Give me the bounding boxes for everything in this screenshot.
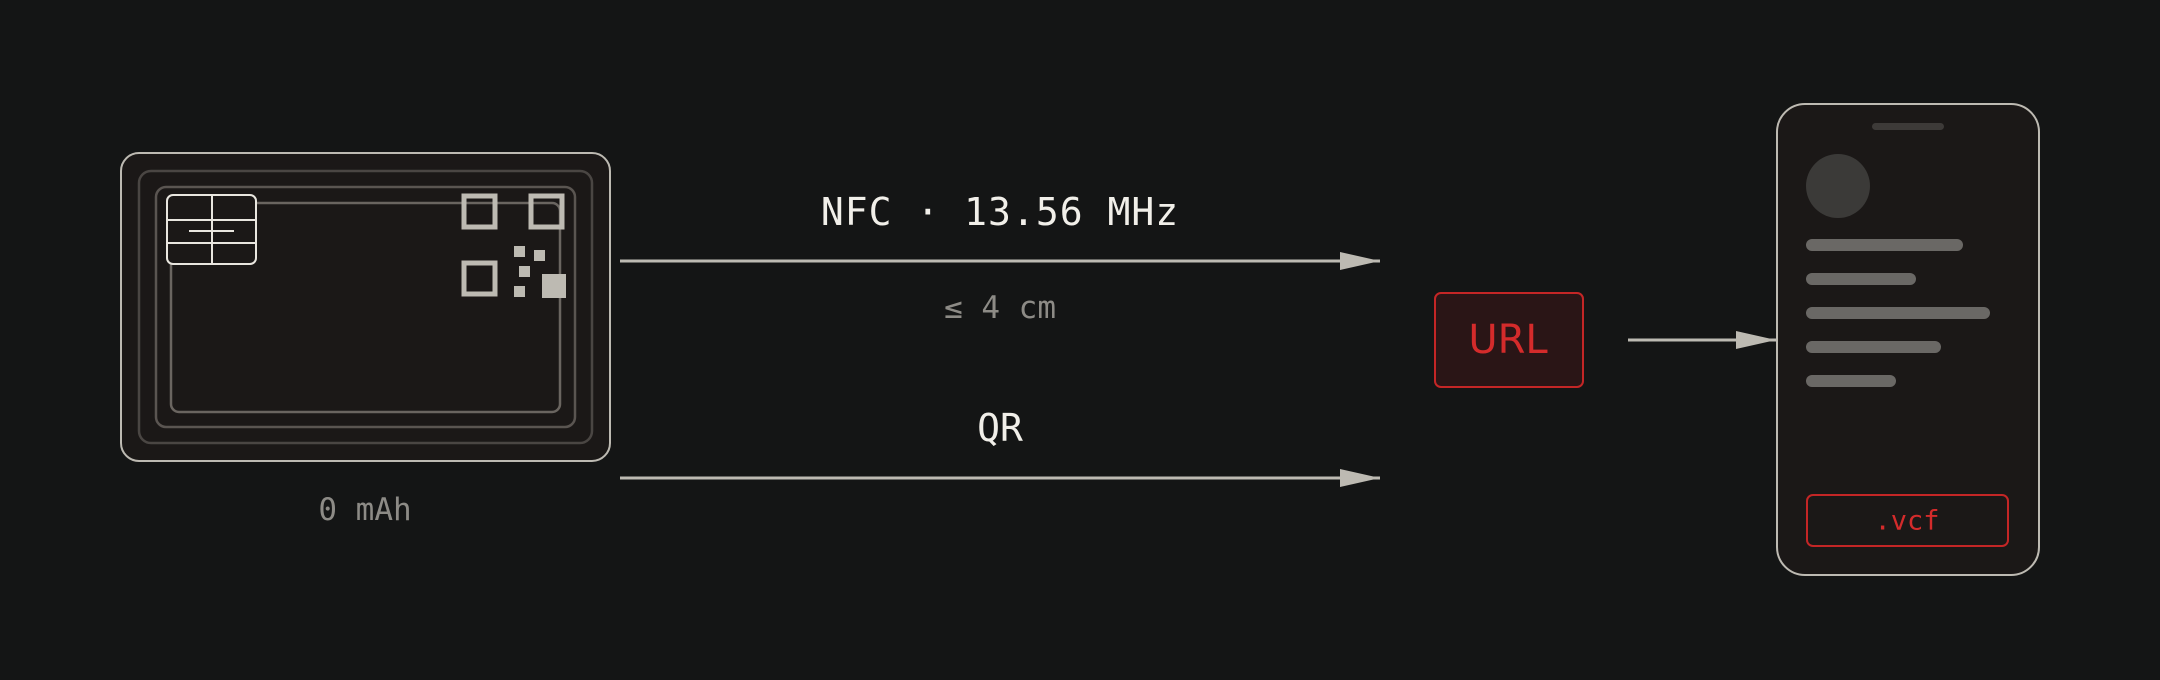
phone: [1776, 103, 2040, 576]
nfc-range-label: ≤ 4 cm: [944, 290, 1056, 326]
chip-icon: [166, 194, 257, 265]
vcf-button[interactable]: [1806, 494, 2009, 547]
phone-body: [1776, 103, 2040, 576]
nfc-link-label: NFC · 13.56 MHz: [820, 190, 1180, 234]
url-label: URL: [1468, 317, 1548, 363]
smart-card: [120, 152, 611, 462]
qr-code-icon: [461, 193, 566, 298]
phone-speaker: [1872, 123, 1944, 130]
contact-line-1: [1806, 239, 1963, 251]
card-antenna-ring-outer: [137, 169, 594, 445]
url-box: [1434, 292, 1584, 388]
contact-line-4: [1806, 341, 1941, 353]
contact-line-2: [1806, 273, 1916, 285]
card-antenna-ring-inner: [169, 201, 562, 414]
vcf-button-label[interactable]: .vcf: [1874, 505, 1940, 537]
contact-avatar: [1806, 154, 1870, 218]
contact-line-3: [1806, 307, 1990, 319]
card-battery-label: 0 mAh: [318, 492, 412, 528]
card-antenna-ring-middle: [154, 185, 577, 429]
contact-line-5: [1806, 375, 1896, 387]
qr-link-label: QR: [977, 406, 1023, 450]
